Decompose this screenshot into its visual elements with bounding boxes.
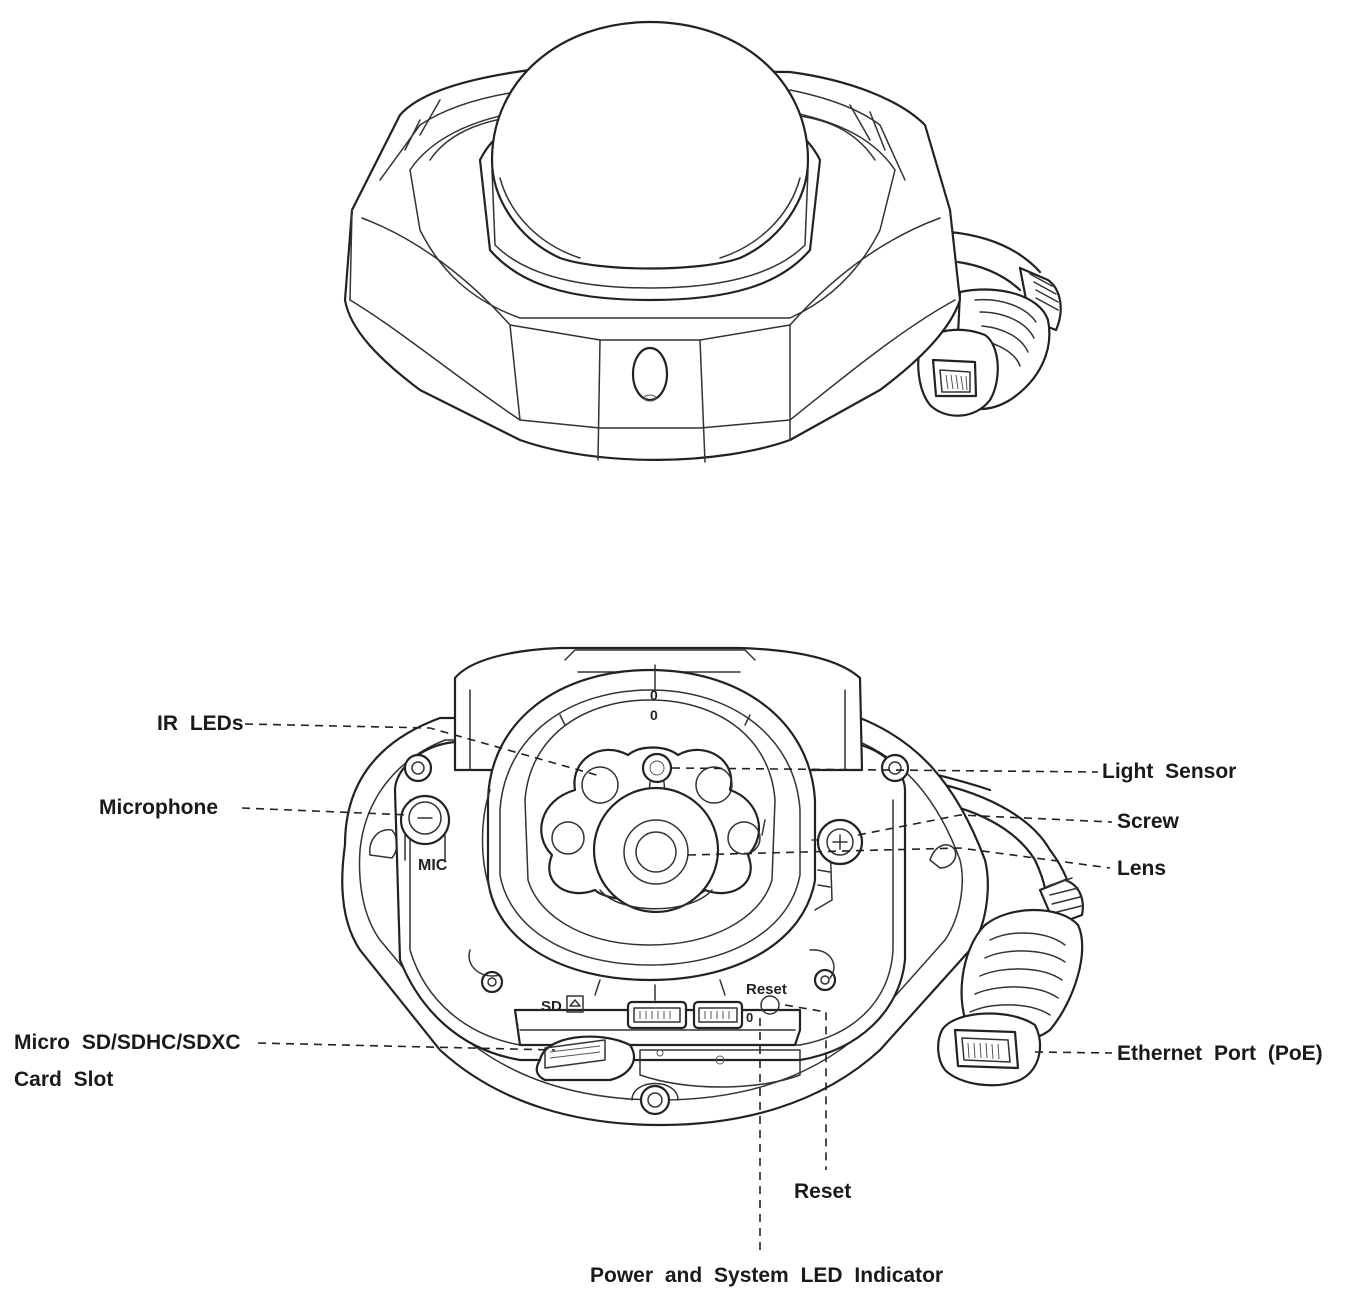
camera-open-view: 0 0	[341, 646, 1084, 1127]
leader-reset	[784, 1004, 827, 1170]
ir-led-3	[551, 821, 585, 855]
label-micro-sd: Micro SD/SDHC/SDXC	[14, 1031, 241, 1054]
sd-print: SD	[541, 998, 562, 1015]
label-reset: Reset	[794, 1180, 852, 1203]
leader-lines	[241, 723, 1113, 1255]
reset-button	[760, 995, 780, 1015]
microphone-part	[399, 794, 451, 861]
label-screw: Screw	[1117, 810, 1179, 833]
label-microphone: Microphone	[99, 796, 218, 819]
sd-card-slot	[535, 1035, 635, 1082]
lens	[623, 819, 689, 885]
label-power-led: Power and System LED Indicator	[590, 1264, 944, 1287]
ir-led-1	[581, 766, 619, 804]
label-ir-leds: IR LEDs	[157, 712, 244, 735]
label-card-slot: Card Slot	[14, 1068, 114, 1091]
label-lens: Lens	[1117, 857, 1167, 880]
leader-ir-leds	[244, 723, 601, 777]
svg-text:0: 0	[746, 1010, 753, 1025]
svg-text:0: 0	[650, 707, 658, 723]
leader-ethernet	[1034, 1051, 1113, 1054]
leader-microphone	[241, 807, 411, 816]
corner-screws	[403, 753, 910, 1116]
ethernet-connector	[937, 877, 1084, 1087]
leader-micro-sd	[257, 1042, 556, 1051]
leader-light-sensor	[671, 767, 1099, 773]
ir-led-2	[695, 766, 733, 804]
label-ethernet-port: Ethernet Port (PoE)	[1117, 1042, 1323, 1065]
usb-port-1	[626, 1000, 688, 1030]
svg-text:0: 0	[650, 687, 658, 703]
screw-part	[816, 818, 864, 866]
light-sensor	[641, 752, 673, 784]
camera-top-view	[343, 20, 1062, 463]
usb-port-2	[692, 1000, 744, 1030]
label-light-sensor: Light Sensor	[1102, 760, 1237, 783]
mic-print: MIC	[418, 857, 448, 874]
reset-print: Reset	[746, 981, 787, 998]
lens-barrel	[592, 786, 720, 914]
leader-screw	[857, 814, 1113, 836]
leader-lens	[687, 847, 1111, 869]
top-connector	[917, 266, 1062, 417]
top-sensor-window	[631, 346, 669, 402]
top-dome	[490, 20, 810, 270]
